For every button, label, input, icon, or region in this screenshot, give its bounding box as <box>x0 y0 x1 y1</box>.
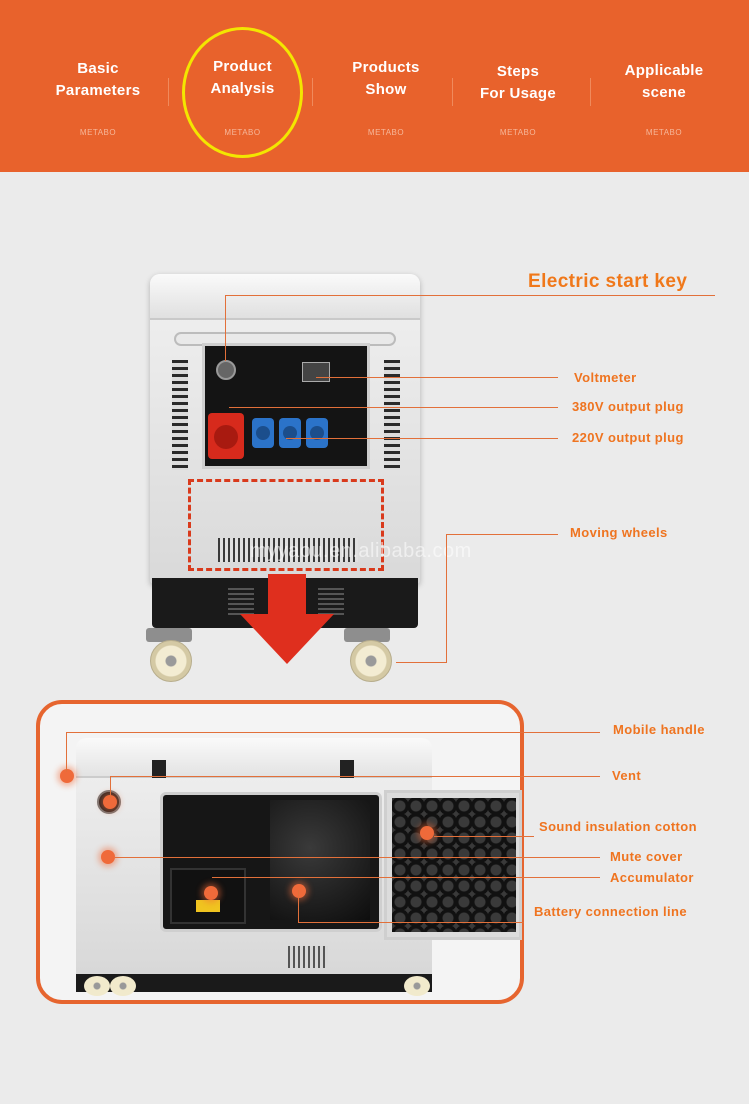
down-arrow-head-icon <box>240 614 334 664</box>
callout-line <box>212 877 600 878</box>
generator-lid <box>76 738 432 778</box>
callout-line <box>286 438 558 439</box>
label-electric-start-key: Electric start key <box>528 271 688 292</box>
marker-dot <box>420 826 434 840</box>
voltmeter-gauge <box>302 362 330 382</box>
highlight-dashed-box <box>188 479 384 571</box>
callout-line <box>298 890 299 922</box>
marker-dot <box>292 884 306 898</box>
label-220v-output-plug: 220V output plug <box>572 430 684 445</box>
nav-tab-brand: METABO <box>79 128 117 137</box>
marker-dot <box>101 850 115 864</box>
nav-tab-label: Basic Parameters <box>55 60 141 99</box>
callout-line <box>115 857 600 858</box>
wheel-icon <box>110 976 136 996</box>
callout-line <box>66 732 600 733</box>
label-sound-insulation-cotton: Sound insulation cotton <box>539 819 697 834</box>
nav-separator <box>590 78 591 106</box>
marker-dot <box>204 886 218 900</box>
wheel-icon <box>84 976 110 996</box>
nav-tab-brand: METABO <box>367 128 405 137</box>
callout-line <box>316 377 558 378</box>
label-380v-output-plug: 380V output plug <box>572 399 684 414</box>
acoustic-foam <box>392 798 516 932</box>
side-vent-right <box>384 360 400 470</box>
nav-tab-label: Products Show <box>352 59 420 98</box>
label-moving-wheels: Moving wheels <box>570 525 668 540</box>
label-accumulator: Accumulator <box>610 870 694 885</box>
label-vent: Vent <box>612 768 642 783</box>
nav-tab-basic-parameters[interactable]: Basic Parameters METABO <box>36 0 160 172</box>
callout-line <box>446 534 558 535</box>
nav-tab-steps-for-usage[interactable]: Steps For Usage METABO <box>456 0 580 172</box>
callout-line <box>110 776 600 777</box>
nav-tab-label: Applicable scene <box>624 62 704 101</box>
nav-tab-brand: METABO <box>499 128 537 137</box>
marker-dot <box>103 795 117 809</box>
front-lower-grille <box>218 538 358 562</box>
selected-tab-highlight-ring <box>182 27 303 158</box>
callout-line <box>225 295 226 361</box>
callout-line <box>298 922 524 923</box>
base-vent <box>228 588 254 618</box>
wheel-icon <box>350 640 392 682</box>
down-arrow-icon <box>268 574 306 618</box>
key-switch-icon <box>216 360 236 380</box>
caster-bracket <box>146 628 192 642</box>
side-grille <box>288 946 328 968</box>
label-mute-cover: Mute cover <box>610 849 683 864</box>
battery-warning-label <box>196 900 220 912</box>
nav-separator <box>452 78 453 106</box>
lid-clip <box>340 760 354 778</box>
socket-220v-icon <box>306 418 328 448</box>
callout-line <box>225 295 715 296</box>
callout-line <box>434 836 534 837</box>
wheel-icon <box>404 976 430 996</box>
side-vent-left <box>172 360 188 470</box>
callout-line <box>229 407 558 408</box>
category-nav-bar: Basic Parameters METABO Product Analysis… <box>0 0 749 172</box>
base-vent <box>318 588 344 618</box>
generator-base <box>76 974 432 992</box>
socket-220v-icon <box>252 418 274 448</box>
nav-tab-brand: METABO <box>645 128 683 137</box>
socket-380v-icon <box>208 413 244 459</box>
generator-lid <box>150 274 420 320</box>
watermark-text: myyaou.en.alibaba.com <box>250 540 472 562</box>
callout-line <box>66 732 67 772</box>
marker-dot <box>60 769 74 783</box>
wheel-icon <box>150 640 192 682</box>
caster-bracket <box>344 628 390 642</box>
nav-tab-label: Steps For Usage <box>479 63 557 102</box>
nav-tab-applicable-scene[interactable]: Applicable scene METABO <box>598 0 730 172</box>
label-battery-connection-line: Battery connection line <box>534 904 687 919</box>
label-mobile-handle: Mobile handle <box>613 722 705 737</box>
callout-line <box>446 534 447 662</box>
engine-block <box>270 800 370 920</box>
callout-line <box>110 776 111 798</box>
nav-separator <box>168 78 169 106</box>
nav-separator <box>312 78 313 106</box>
label-voltmeter: Voltmeter <box>574 370 637 385</box>
lid-clip <box>152 760 166 778</box>
callout-line <box>396 662 447 663</box>
socket-220v-icon <box>279 418 301 448</box>
nav-tab-products-show[interactable]: Products Show METABO <box>324 0 448 172</box>
